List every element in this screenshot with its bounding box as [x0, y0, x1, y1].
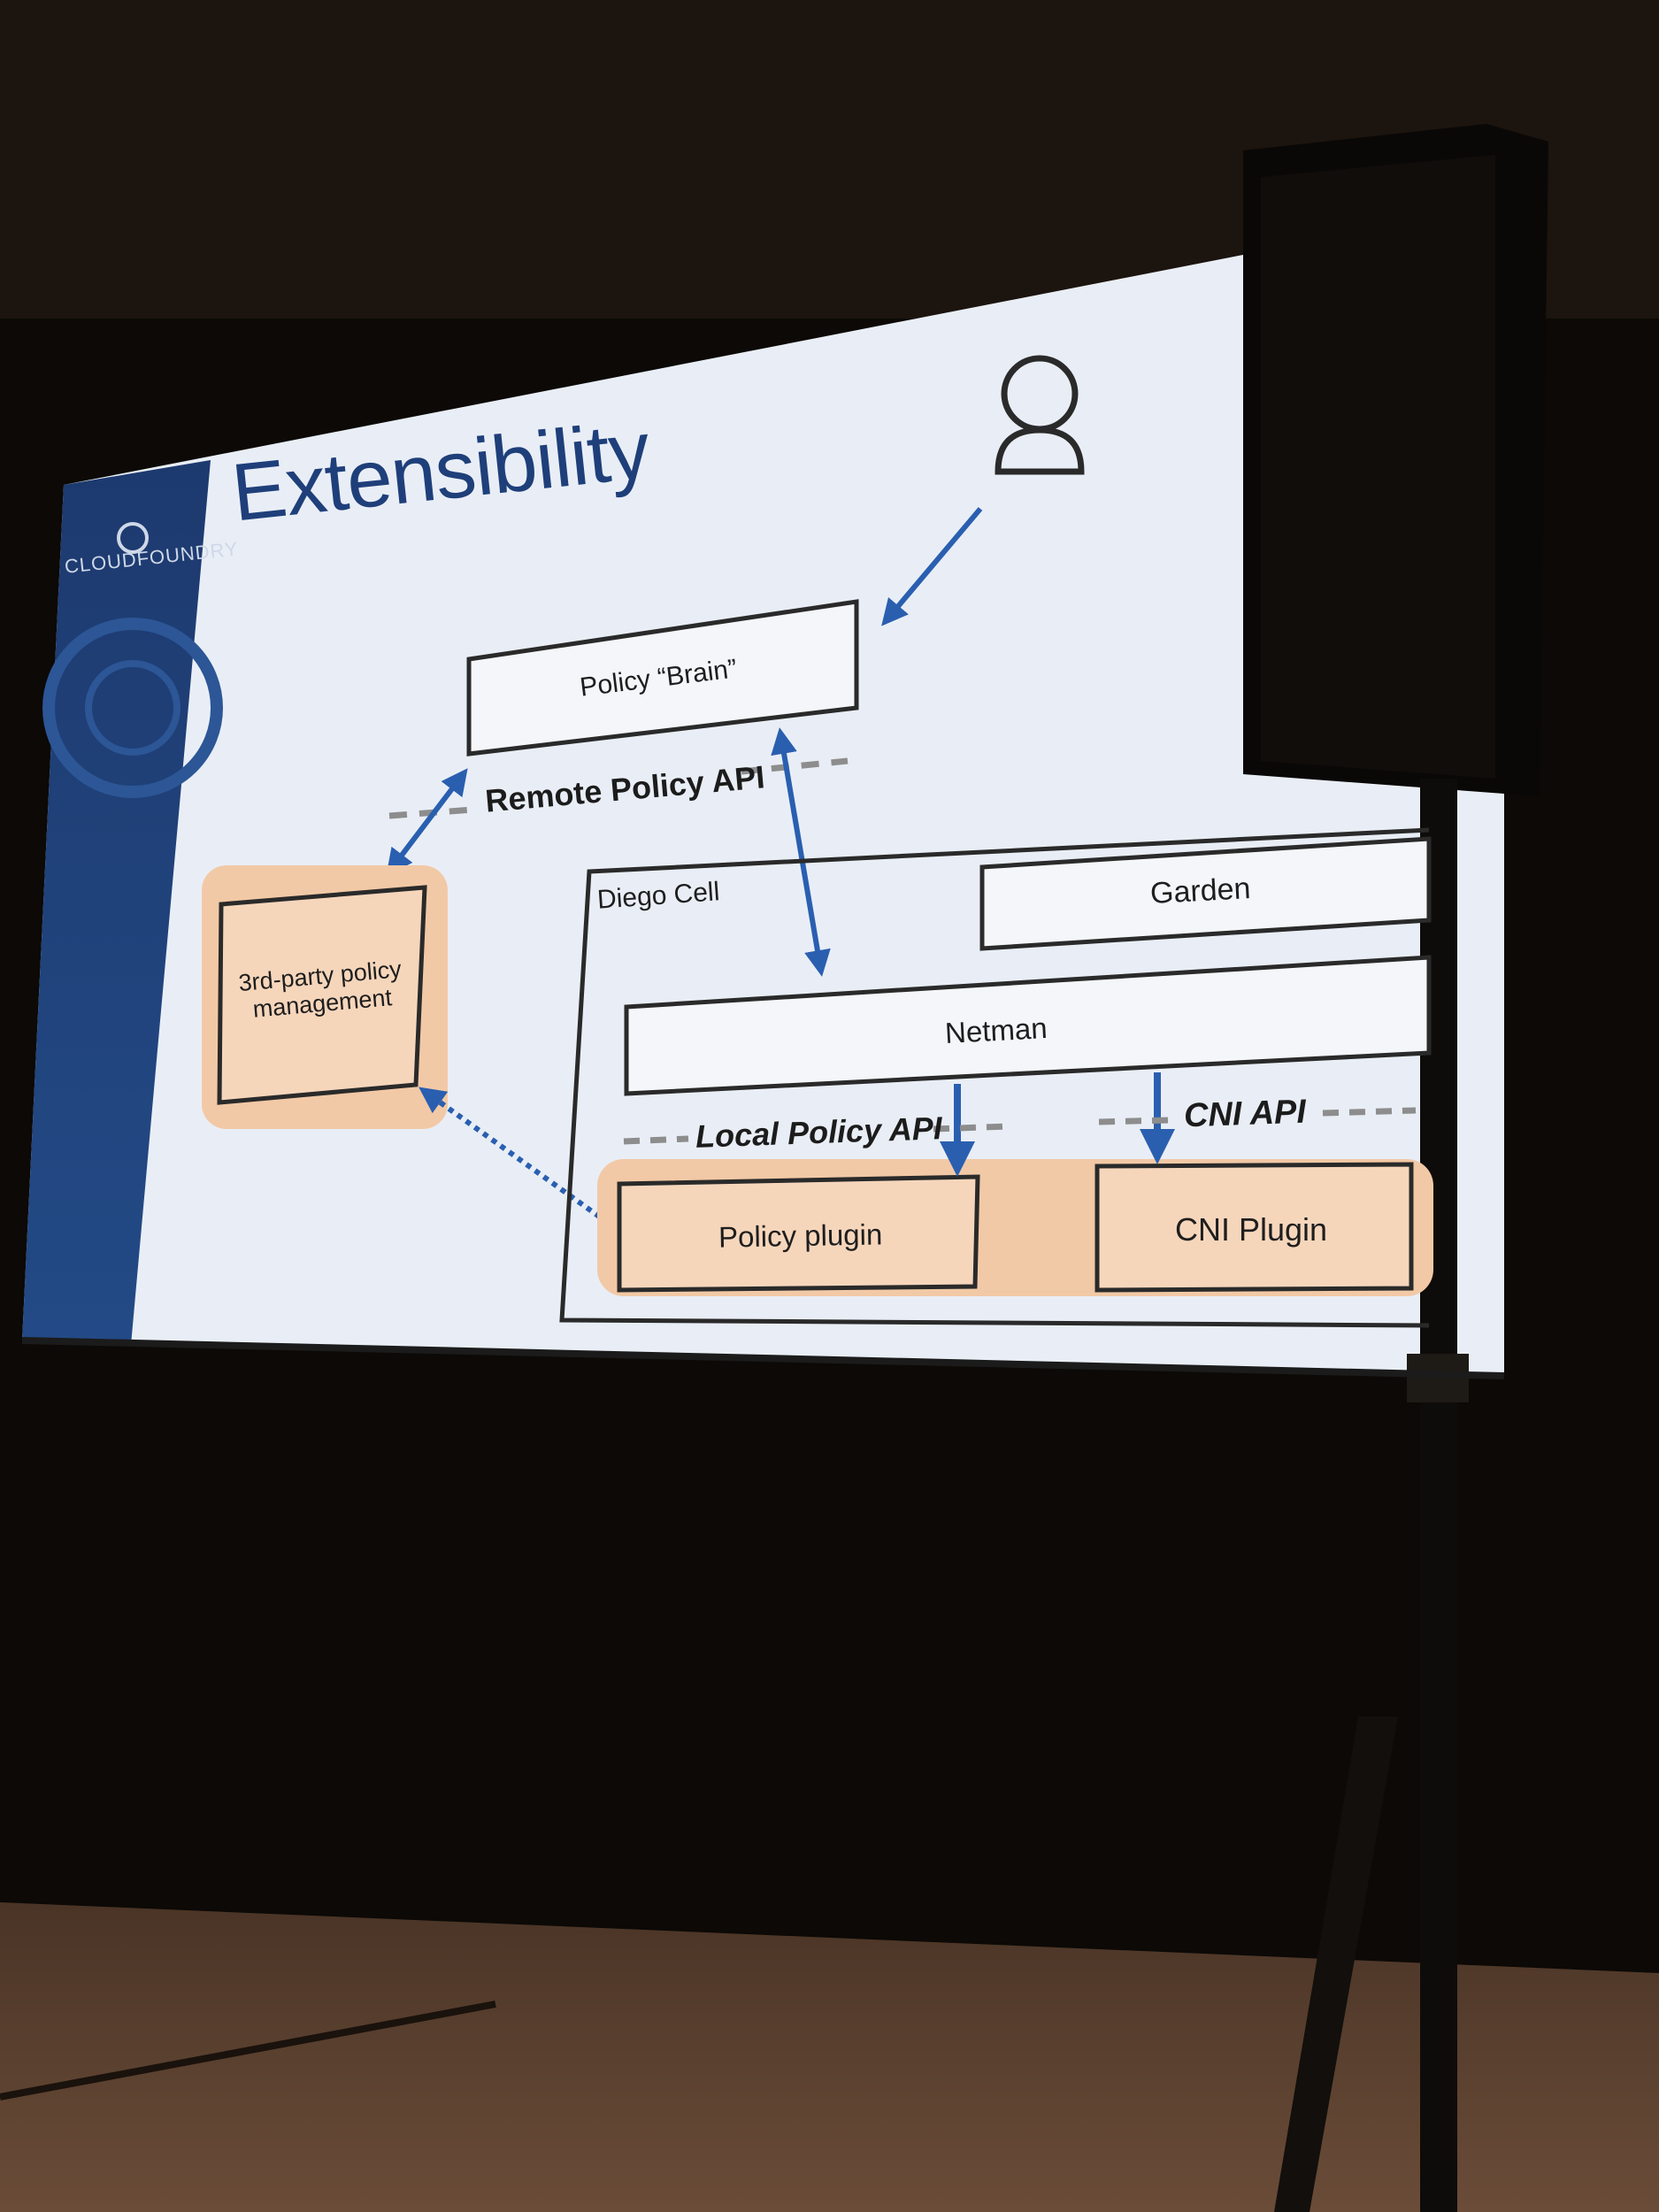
floor — [0, 1902, 1659, 2212]
screen-bottom-edge — [21, 1337, 1505, 1379]
cni-plugin-label: CNI Plugin — [1175, 1211, 1328, 1248]
stand-leg — [1274, 1717, 1398, 2212]
netman-box — [624, 955, 1432, 1096]
local-api-dash-left — [623, 1135, 689, 1145]
user-arrow — [881, 507, 983, 626]
policy-brain-box — [466, 599, 859, 757]
cni-plugin-box — [1094, 1162, 1414, 1293]
sidebar-ornament — [42, 618, 223, 798]
policy-plugin-label: Policy plugin — [718, 1217, 883, 1254]
brain-thirdparty-arrow — [386, 768, 468, 876]
cni-api-dash-left — [1098, 1117, 1169, 1125]
floor-seam — [0, 2001, 496, 2101]
logo-mark — [117, 522, 149, 554]
cni-api-dash-right — [1322, 1107, 1417, 1117]
thirdparty-plugin-arrow — [419, 1087, 634, 1242]
garden-label: Garden — [1149, 872, 1252, 910]
diego-cell-box — [559, 827, 1430, 1328]
brain-netman-arrow — [771, 727, 831, 977]
cni-api-label: CNI API — [1183, 1093, 1307, 1135]
slide-sidebar — [22, 460, 211, 1345]
speaker-grille — [1261, 155, 1495, 779]
garden-box — [979, 836, 1432, 951]
thirdparty-box — [217, 885, 427, 1105]
policy-plugin-box — [617, 1174, 980, 1293]
local-policy-api-label: Local Policy API — [695, 1110, 943, 1155]
sidebar-ornament-inner — [85, 660, 180, 756]
netman-label: Netman — [944, 1011, 1048, 1049]
user-icon — [995, 355, 1085, 475]
local-api-dash-right — [933, 1123, 1010, 1133]
